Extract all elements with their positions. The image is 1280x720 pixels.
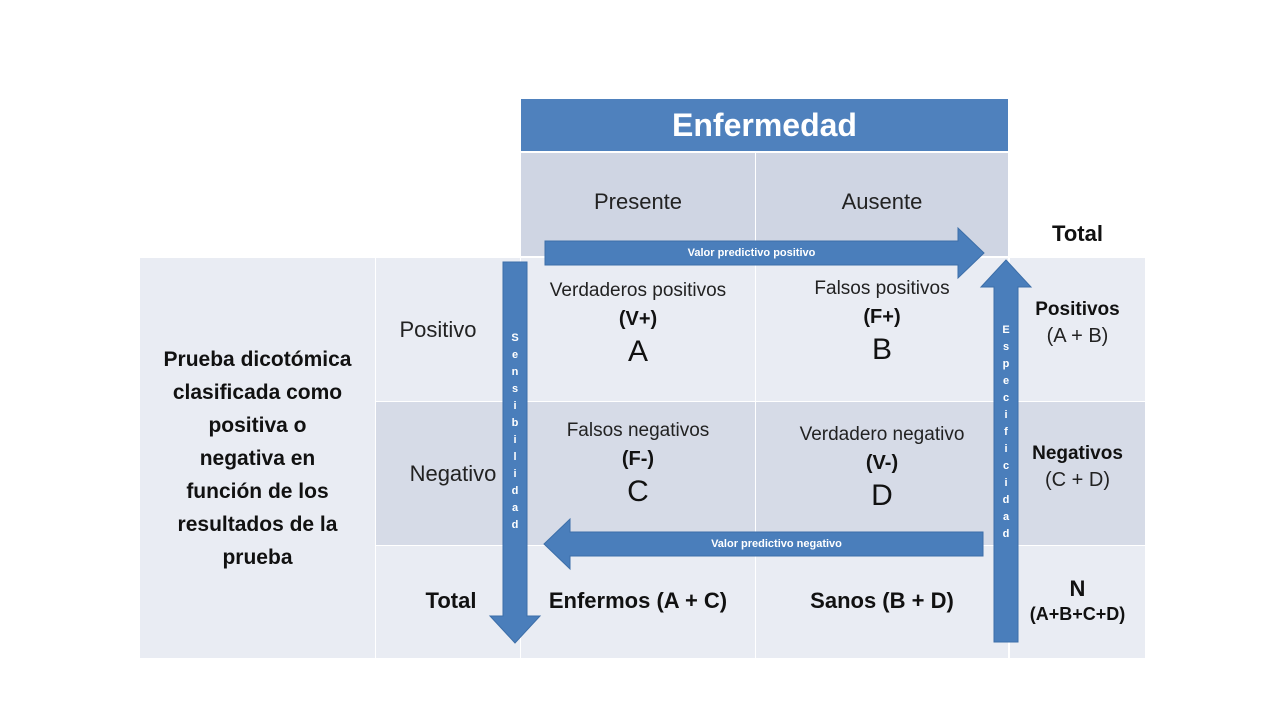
vertical-letter: c — [1002, 392, 1010, 404]
vertical-letter: n — [511, 366, 519, 378]
cell-b-title: Falsos positivos — [814, 278, 950, 299]
test-description-line: resultados de la — [177, 512, 338, 536]
grand-total-label: N — [1069, 575, 1086, 601]
vertical-letter: p — [1002, 358, 1010, 370]
cell-c-title: Falsos negativos — [566, 420, 710, 441]
cell-false-negative: Falsos negativos (F-) C — [521, 402, 755, 545]
vertical-letter: S — [511, 332, 519, 344]
row-total-negative-label: Negativos — [1032, 443, 1123, 464]
ppv-label: Valor predictivo positivo — [687, 247, 816, 259]
row-total-positive-formula: (A + B) — [1046, 325, 1109, 347]
column-header-total-label: Total — [1052, 221, 1103, 246]
row-header-total-label: Total — [425, 588, 477, 613]
vertical-letter: d — [1002, 528, 1010, 540]
test-description-line: Prueba dicotómica — [163, 347, 352, 371]
column-header-absent: Ausente — [756, 153, 1008, 256]
vertical-letter: E — [1002, 324, 1010, 336]
row-header-negative-label: Negativo — [409, 460, 497, 486]
column-header-absent-label: Ausente — [841, 189, 923, 214]
test-description-line: prueba — [222, 545, 293, 569]
cell-c-letter: C — [627, 475, 649, 508]
cell-true-positive: Verdaderos positivos (V+) A — [521, 258, 755, 401]
vertical-letter: e — [1002, 375, 1010, 387]
column-total-present: Enfermos (A + C) — [521, 546, 755, 658]
test-description-line: clasificada como — [172, 380, 343, 404]
cell-true-negative: Verdadero negativo (V-) D — [756, 402, 1008, 545]
cell-d-title: Verdadero negativo — [799, 424, 965, 445]
column-total-present-label: Enfermos (A + C) — [548, 588, 728, 613]
vertical-letter: s — [1002, 341, 1010, 353]
column-header-present: Presente — [521, 153, 755, 256]
vertical-letter: b — [511, 417, 519, 429]
row-total-positive: Positivos (A + B) — [1010, 258, 1145, 401]
column-total-absent-label: Sanos (B + D) — [810, 588, 954, 613]
vertical-letter: d — [511, 519, 519, 531]
npv-label: Valor predictivo negativo — [711, 538, 842, 550]
cell-d-code: (V-) — [865, 452, 899, 474]
grand-total: N (A+B+C+D) — [1010, 546, 1145, 658]
vertical-letter: e — [511, 349, 519, 361]
vertical-letter: i — [1004, 409, 1008, 421]
row-total-negative-formula: (C + D) — [1045, 469, 1110, 491]
column-total-absent: Sanos (B + D) — [756, 546, 1008, 658]
row-header-positive: Positivo — [376, 258, 520, 401]
vertical-letter: l — [513, 451, 517, 463]
cell-a-code: (V+) — [618, 308, 658, 330]
vertical-letter: a — [511, 502, 519, 514]
row-header-negative: Negativo — [376, 402, 520, 545]
cell-d-letter: D — [871, 479, 893, 512]
vertical-letter: a — [1002, 511, 1010, 523]
vertical-letter: c — [1002, 460, 1010, 472]
vertical-letter: d — [1002, 494, 1010, 506]
vertical-letter: i — [1004, 477, 1008, 489]
vertical-letter: i — [513, 434, 517, 446]
test-description-line: negativa en — [199, 446, 316, 470]
vertical-letter: i — [513, 468, 517, 480]
cell-a-letter: A — [627, 335, 648, 368]
vertical-letter: s — [511, 383, 519, 395]
cell-b-letter: B — [871, 333, 892, 366]
test-description-line: función de los — [186, 479, 329, 503]
vertical-letter: i — [1004, 443, 1008, 455]
row-header-positive-label: Positivo — [399, 316, 477, 342]
cell-a-title: Verdaderos positivos — [549, 280, 727, 301]
vertical-letter: f — [1004, 426, 1008, 438]
row-total-positive-label: Positivos — [1035, 299, 1120, 320]
vertical-letter: d — [511, 485, 519, 497]
test-description-line: positiva o — [208, 413, 307, 437]
grand-total-formula: (A+B+C+D) — [1029, 603, 1126, 624]
test-description: Prueba dicotómica clasificada como posit… — [140, 258, 375, 658]
cell-c-code: (F-) — [621, 448, 655, 470]
column-header-present-label: Presente — [593, 189, 683, 214]
cell-false-positive: Falsos positivos (F+) B — [756, 258, 1008, 401]
column-header-total: Total — [1010, 210, 1145, 258]
row-total-negative: Negativos (C + D) — [1010, 402, 1145, 545]
cell-b-code: (F+) — [863, 306, 901, 328]
vertical-letter: i — [513, 400, 517, 412]
row-header-total: Total — [376, 546, 520, 658]
disease-header: Enfermedad — [521, 99, 1008, 151]
